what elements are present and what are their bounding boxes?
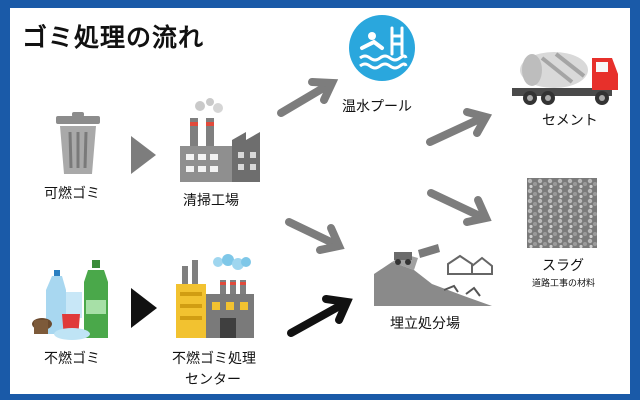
arrow-combustible-to-plant [131, 136, 156, 174]
landfill-icon [374, 244, 493, 306]
cement-truck-icon [512, 52, 618, 105]
diagram-title: ゴミ処理の流れ [22, 23, 205, 52]
node-slag: スラグ [542, 258, 584, 274]
node-non-combustible: 不燃ゴミ [44, 351, 100, 367]
processing-center-icon [176, 254, 254, 338]
arrow-noncombustible-to-center [131, 288, 157, 328]
node-center-line1: 不燃ゴミ処理 [172, 351, 256, 367]
node-center-line2: センター [185, 372, 241, 388]
node-landfill: 埋立処分場 [390, 316, 460, 332]
arrow-plant-to-pool [277, 78, 339, 117]
factory-icon [180, 98, 260, 182]
node-slag-note: 道路工事の材料 [532, 279, 596, 289]
arrow-pool-to-cement [426, 108, 493, 146]
arrow-center-to-landfill [287, 295, 353, 337]
arrow-plant-to-landfill [285, 218, 345, 254]
node-heated-pool: 温水プール [342, 99, 412, 115]
node-incineration-plant: 清掃工場 [183, 193, 239, 209]
swimming-pool-icon [349, 15, 415, 81]
trash-can-icon [56, 112, 100, 174]
node-combustible: 可燃ゴミ [44, 186, 100, 202]
slag-gravel-icon [527, 178, 597, 248]
node-cement: セメント [542, 113, 598, 129]
bottles-cans-icon [32, 260, 108, 340]
arrow-landfill-to-slag [427, 189, 492, 226]
